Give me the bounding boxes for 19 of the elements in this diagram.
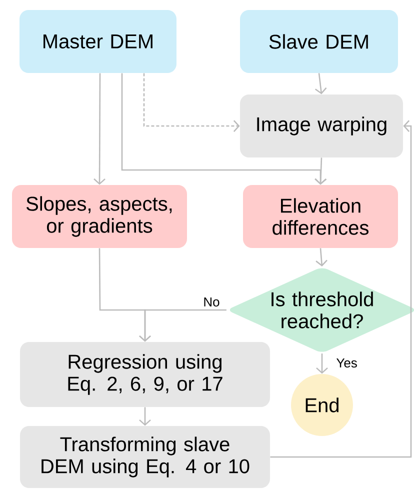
arrow (270, 120, 412, 458)
process-box: Transforming slave DEM using Eq. 4 or 10 (20, 426, 270, 488)
input-box: Master DEM (20, 10, 176, 73)
data-box: Elevation differences (243, 185, 398, 248)
arrow (139, 309, 226, 342)
arrow (121, 73, 326, 185)
edge-label: Yes (335, 357, 358, 369)
edge-label: No (202, 296, 221, 308)
process-box: Regression using Eq. 2, 6, 9, or 17 (20, 342, 270, 407)
arrow (314, 73, 327, 94)
input-box: Slave DEM (240, 10, 398, 73)
process-box: Image warping (240, 94, 403, 158)
arrow (94, 73, 106, 185)
arrow (139, 407, 151, 426)
arrow (316, 354, 328, 374)
data-box: Slopes, aspects, or gradients (12, 185, 187, 248)
arrow (143, 73, 240, 132)
arrow (314, 158, 327, 185)
arrow (316, 248, 328, 266)
